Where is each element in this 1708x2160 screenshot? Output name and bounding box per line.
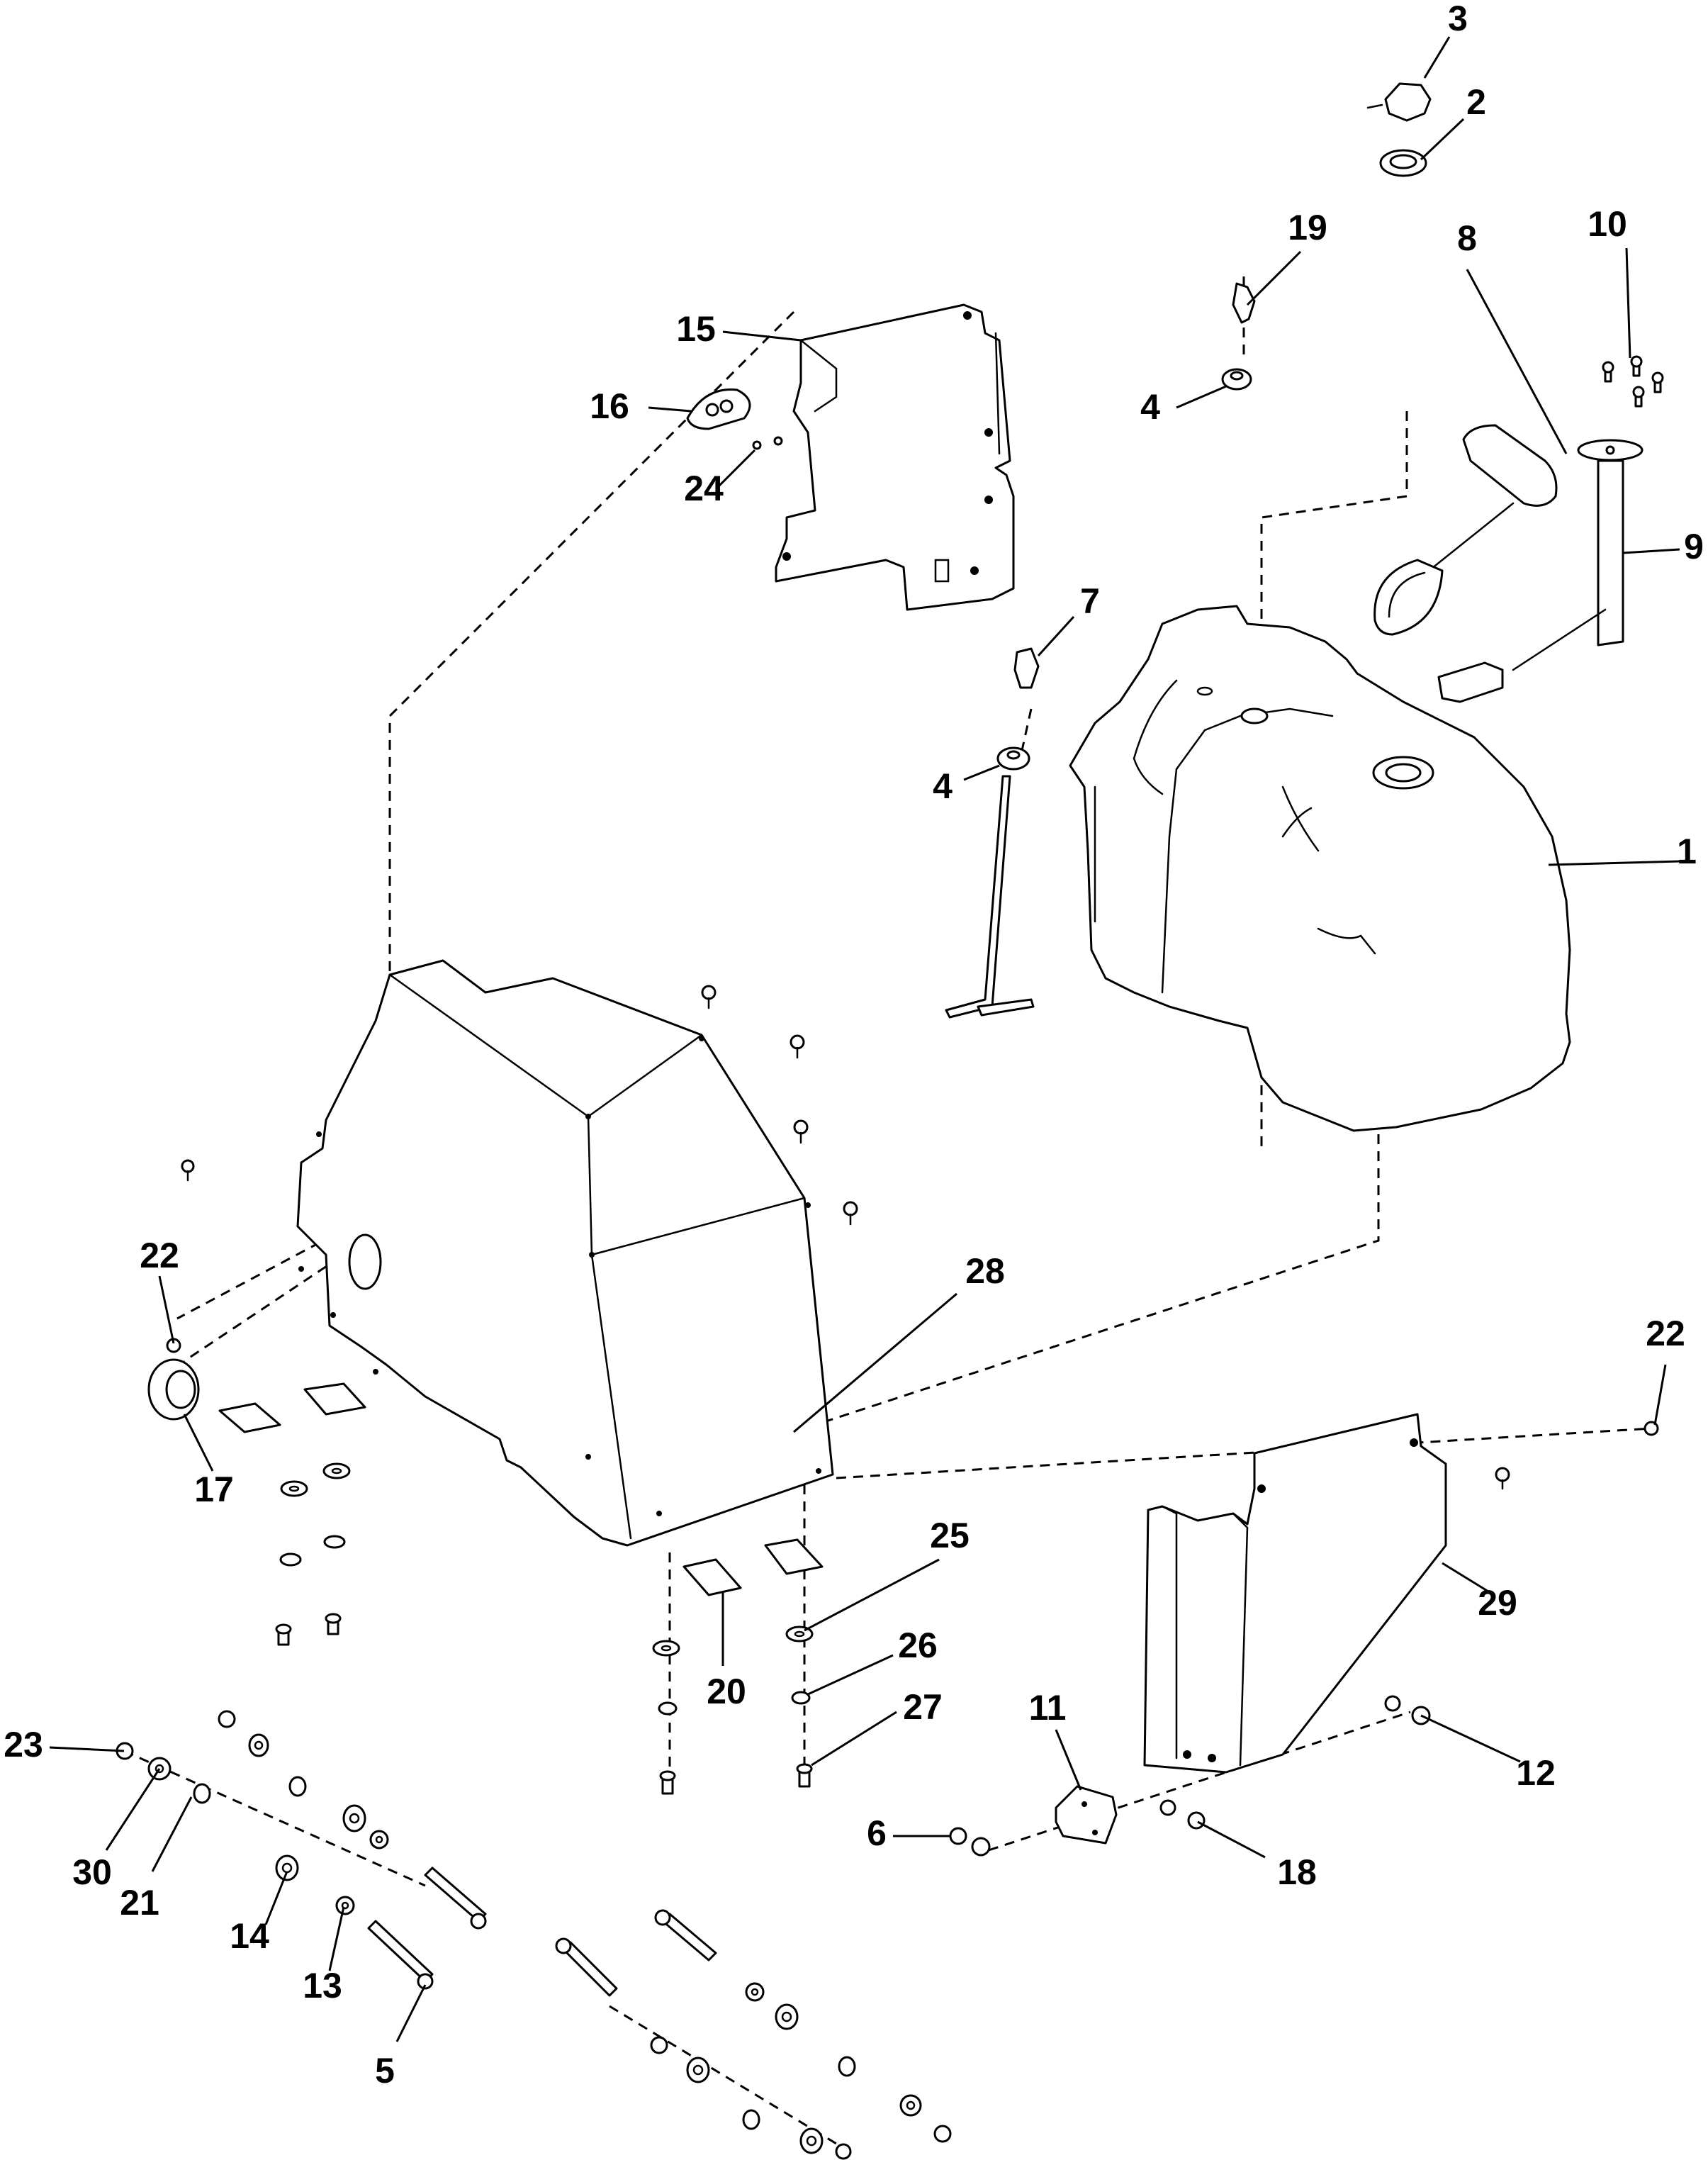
nut-6 (949, 1827, 991, 1857)
bolt-27 (796, 1763, 813, 1788)
callout-26: 26 (898, 1625, 938, 1665)
screw-set-10 (1602, 355, 1664, 408)
callout-25: 25 (930, 1516, 970, 1555)
callout-5: 5 (375, 2051, 395, 2091)
bolt-18 (1159, 1799, 1206, 1830)
bolt-12 (1384, 1695, 1431, 1725)
rubber-pads (218, 1382, 824, 1596)
callout-10: 10 (1588, 204, 1627, 244)
sending-unit (1437, 439, 1644, 703)
callout-24: 24 (684, 469, 724, 508)
callout-1: 1 (1677, 832, 1697, 871)
screw-right-small (1495, 1467, 1510, 1490)
callout-27: 27 (903, 1687, 943, 1727)
callout-11: 11 (1029, 1688, 1067, 1728)
callout-13: 13 (303, 1966, 342, 2005)
callout-3: 3 (1448, 0, 1468, 38)
callout-18: 18 (1277, 1852, 1317, 1892)
hardware-group-center (555, 1909, 952, 2160)
callout-23: 23 (4, 1725, 43, 1764)
side-cover-panel (1143, 1413, 1447, 1774)
callout-28: 28 (965, 1251, 1005, 1291)
callout-22-left: 22 (140, 1236, 179, 1275)
callout-20: 20 (707, 1672, 746, 1711)
grommet-17 (147, 1358, 200, 1421)
grommet-block (686, 388, 751, 430)
pickup-tube (945, 775, 1035, 1019)
washers-and-bolts (275, 1462, 680, 1795)
hardware-group-left (116, 1710, 487, 1990)
callout-14: 14 (230, 1916, 269, 1956)
callout-15: 15 (676, 309, 716, 349)
bracket-11 (1055, 1785, 1118, 1845)
fuel-tank (1069, 605, 1571, 1132)
fitting-7 (1013, 647, 1040, 689)
sender-cover (1373, 424, 1558, 636)
callout-16: 16 (590, 386, 629, 426)
side-panel-upper (775, 303, 1015, 611)
screw-pair-24 (752, 436, 783, 450)
callout-30: 30 (72, 1852, 112, 1892)
callout-9: 9 (1684, 527, 1704, 566)
callout-2: 2 (1466, 82, 1486, 122)
fuel-cap (1366, 82, 1432, 122)
callout-6: 6 (867, 1813, 887, 1853)
callout-22-right: 22 (1646, 1314, 1685, 1353)
callout-19: 19 (1288, 208, 1327, 247)
callout-4-upper: 4 (1140, 387, 1160, 427)
callout-8: 8 (1457, 218, 1477, 258)
callout-7: 7 (1080, 581, 1100, 621)
callout-labels: 1 2 3 4 4 5 6 7 8 9 10 11 12 13 14 15 16… (4, 0, 1704, 2091)
callout-29: 29 (1478, 1583, 1517, 1623)
fitting-19 (1232, 282, 1256, 324)
bushing-4-lower (996, 746, 1030, 771)
callout-4-lower: 4 (933, 766, 953, 806)
main-enclosure (296, 959, 834, 1547)
enclosure-screws (181, 985, 858, 1226)
callout-21: 21 (120, 1883, 159, 1923)
cap-gasket (1379, 149, 1427, 177)
screw-22-right (1644, 1421, 1659, 1436)
lock-washer-26 (791, 1691, 811, 1705)
callout-17: 17 (194, 1470, 234, 1509)
callout-12: 12 (1516, 1753, 1556, 1793)
bushing-4-upper (1221, 368, 1252, 391)
leader-lines (49, 36, 1680, 2042)
